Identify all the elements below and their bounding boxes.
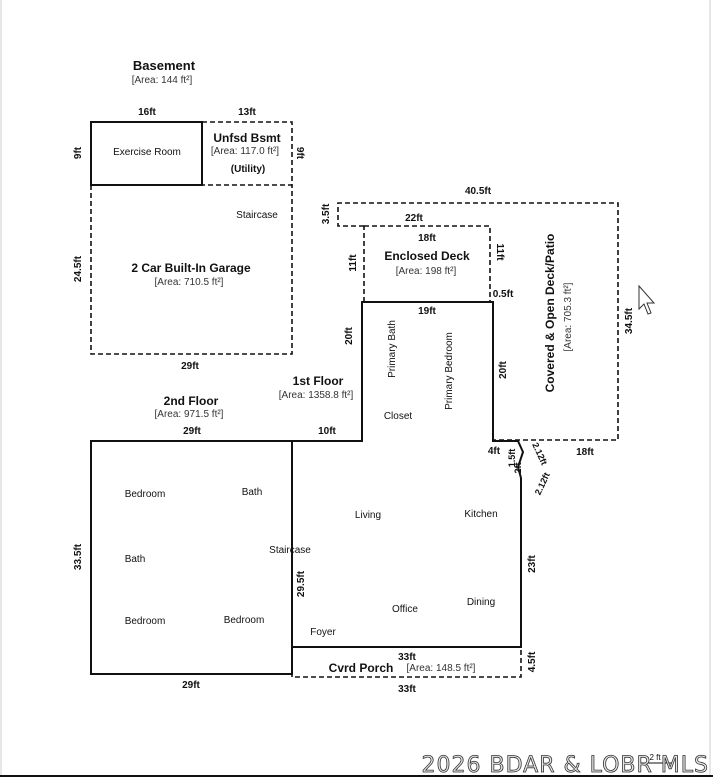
dim-40-5ft: 40.5ft (465, 186, 492, 197)
room-foyer: Foyer (310, 627, 336, 638)
room-living: Living (355, 510, 381, 521)
dim-9ft-right: 9ft (294, 147, 305, 160)
dim-24-5ft: 24.5ft (73, 255, 84, 282)
unfinished-basement-outline (202, 121, 293, 186)
room-staircase-main: Staircase (269, 545, 311, 556)
room-closet: Closet (384, 411, 413, 422)
dim-29ft-garage: 29ft (181, 361, 199, 372)
dim-34-5ft: 34.5ft (624, 307, 635, 334)
dim-33ft-top: 33ft (398, 652, 416, 663)
room-bedroom-bottom-right: Bedroom (224, 615, 265, 626)
dim-2-12ft-top: 2.12ft (530, 441, 549, 467)
porch-outline (291, 646, 522, 678)
room-staircase-basement: Staircase (236, 210, 278, 221)
first-floor-outline (292, 301, 525, 648)
exercise-room-outline (90, 121, 203, 186)
dim-1-5ft: 1.5ft (507, 449, 517, 468)
dim-16ft: 16ft (138, 107, 156, 118)
dim-33ft-bottom: 33ft (398, 684, 416, 695)
watermark-text: 2026 BDAR & LOBR MLS (422, 753, 709, 778)
dim-11ft-left: 11ft (348, 254, 359, 272)
dim-10ft: 10ft (318, 426, 336, 437)
deck-cap-outline (337, 202, 619, 441)
garage-outline (90, 185, 293, 355)
dim-33-5ft: 33.5ft (73, 543, 84, 570)
porch-title: Cvrd Porch (329, 661, 394, 675)
room-office: Office (392, 604, 418, 615)
enclosed-deck-title: Enclosed Deck (384, 249, 470, 263)
dim-2-12ft-bottom: 2.12ft (533, 471, 552, 497)
covered-deck-title: Covered & Open Deck/Patio (543, 234, 557, 393)
dim-3-5ft: 3.5ft (321, 203, 332, 224)
second-floor-area: [Area: 971.5 ft²] (155, 409, 224, 420)
first-floor-title: 1st Floor (293, 374, 344, 388)
scale-label: 2 ft (649, 753, 661, 762)
dim-2ft: 2ft (513, 462, 523, 473)
dim-22ft: 22ft (405, 213, 423, 224)
room-primary-bedroom: Primary Bedroom (444, 332, 455, 410)
mouse-cursor-icon (638, 284, 656, 315)
garage-title: 2 Car Built-In Garage (131, 261, 251, 275)
second-floor-title: 2nd Floor (164, 394, 219, 408)
room-bedroom-bottom-left: Bedroom (125, 616, 166, 627)
dim-9ft-left: 9ft (73, 146, 84, 159)
room-primary-bath: Primary Bath (387, 320, 398, 378)
dim-29ft-bottom: 29ft (182, 680, 200, 691)
dim-19ft: 19ft (418, 306, 436, 317)
unfinished-basement-title: Unfsd Bsmt (213, 131, 280, 145)
basement-area: [Area: 144 ft²] (132, 75, 193, 86)
basement-title: Basement (133, 58, 196, 73)
dim-18ft-deck: 18ft (418, 233, 436, 244)
dim-4-5ft: 4.5ft (527, 651, 538, 672)
porch-area: [Area: 148.5 ft²] (407, 663, 476, 674)
first-floor-area: [Area: 1358.8 ft²] (279, 390, 354, 401)
dim-20ft-left: 20ft (344, 326, 355, 344)
dim-13ft: 13ft (238, 107, 256, 118)
dim-18ft-patio: 18ft (576, 447, 594, 458)
room-kitchen: Kitchen (464, 509, 497, 520)
room-bedroom-top-left: Bedroom (125, 489, 166, 500)
enclosed-deck-area: [Area: 198 ft²] (396, 266, 457, 277)
dim-29-5ft: 29.5ft (296, 570, 307, 597)
dim-29ft-2nd: 29ft (183, 426, 201, 437)
garage-area: [Area: 710.5 ft²] (155, 277, 224, 288)
dim-4ft: 4ft (488, 446, 501, 457)
room-dining: Dining (467, 597, 495, 608)
second-floor-outline (90, 440, 293, 675)
room-exercise-room: Exercise Room (113, 147, 181, 158)
dim-23ft: 23ft (527, 554, 538, 572)
covered-deck-area: [Area: 705.3 ft²] (563, 282, 574, 351)
unfinished-basement-note: (Utility) (231, 164, 265, 175)
unfinished-basement-area: [Area: 117.0 ft²] (211, 146, 279, 157)
dim-11ft-right: 11ft (494, 243, 505, 261)
dim-20ft-right: 20ft (498, 360, 509, 378)
dim-0-5ft: 0.5ft (493, 289, 514, 300)
room-bath-top: Bath (242, 487, 263, 498)
room-bath-middle: Bath (125, 554, 146, 565)
